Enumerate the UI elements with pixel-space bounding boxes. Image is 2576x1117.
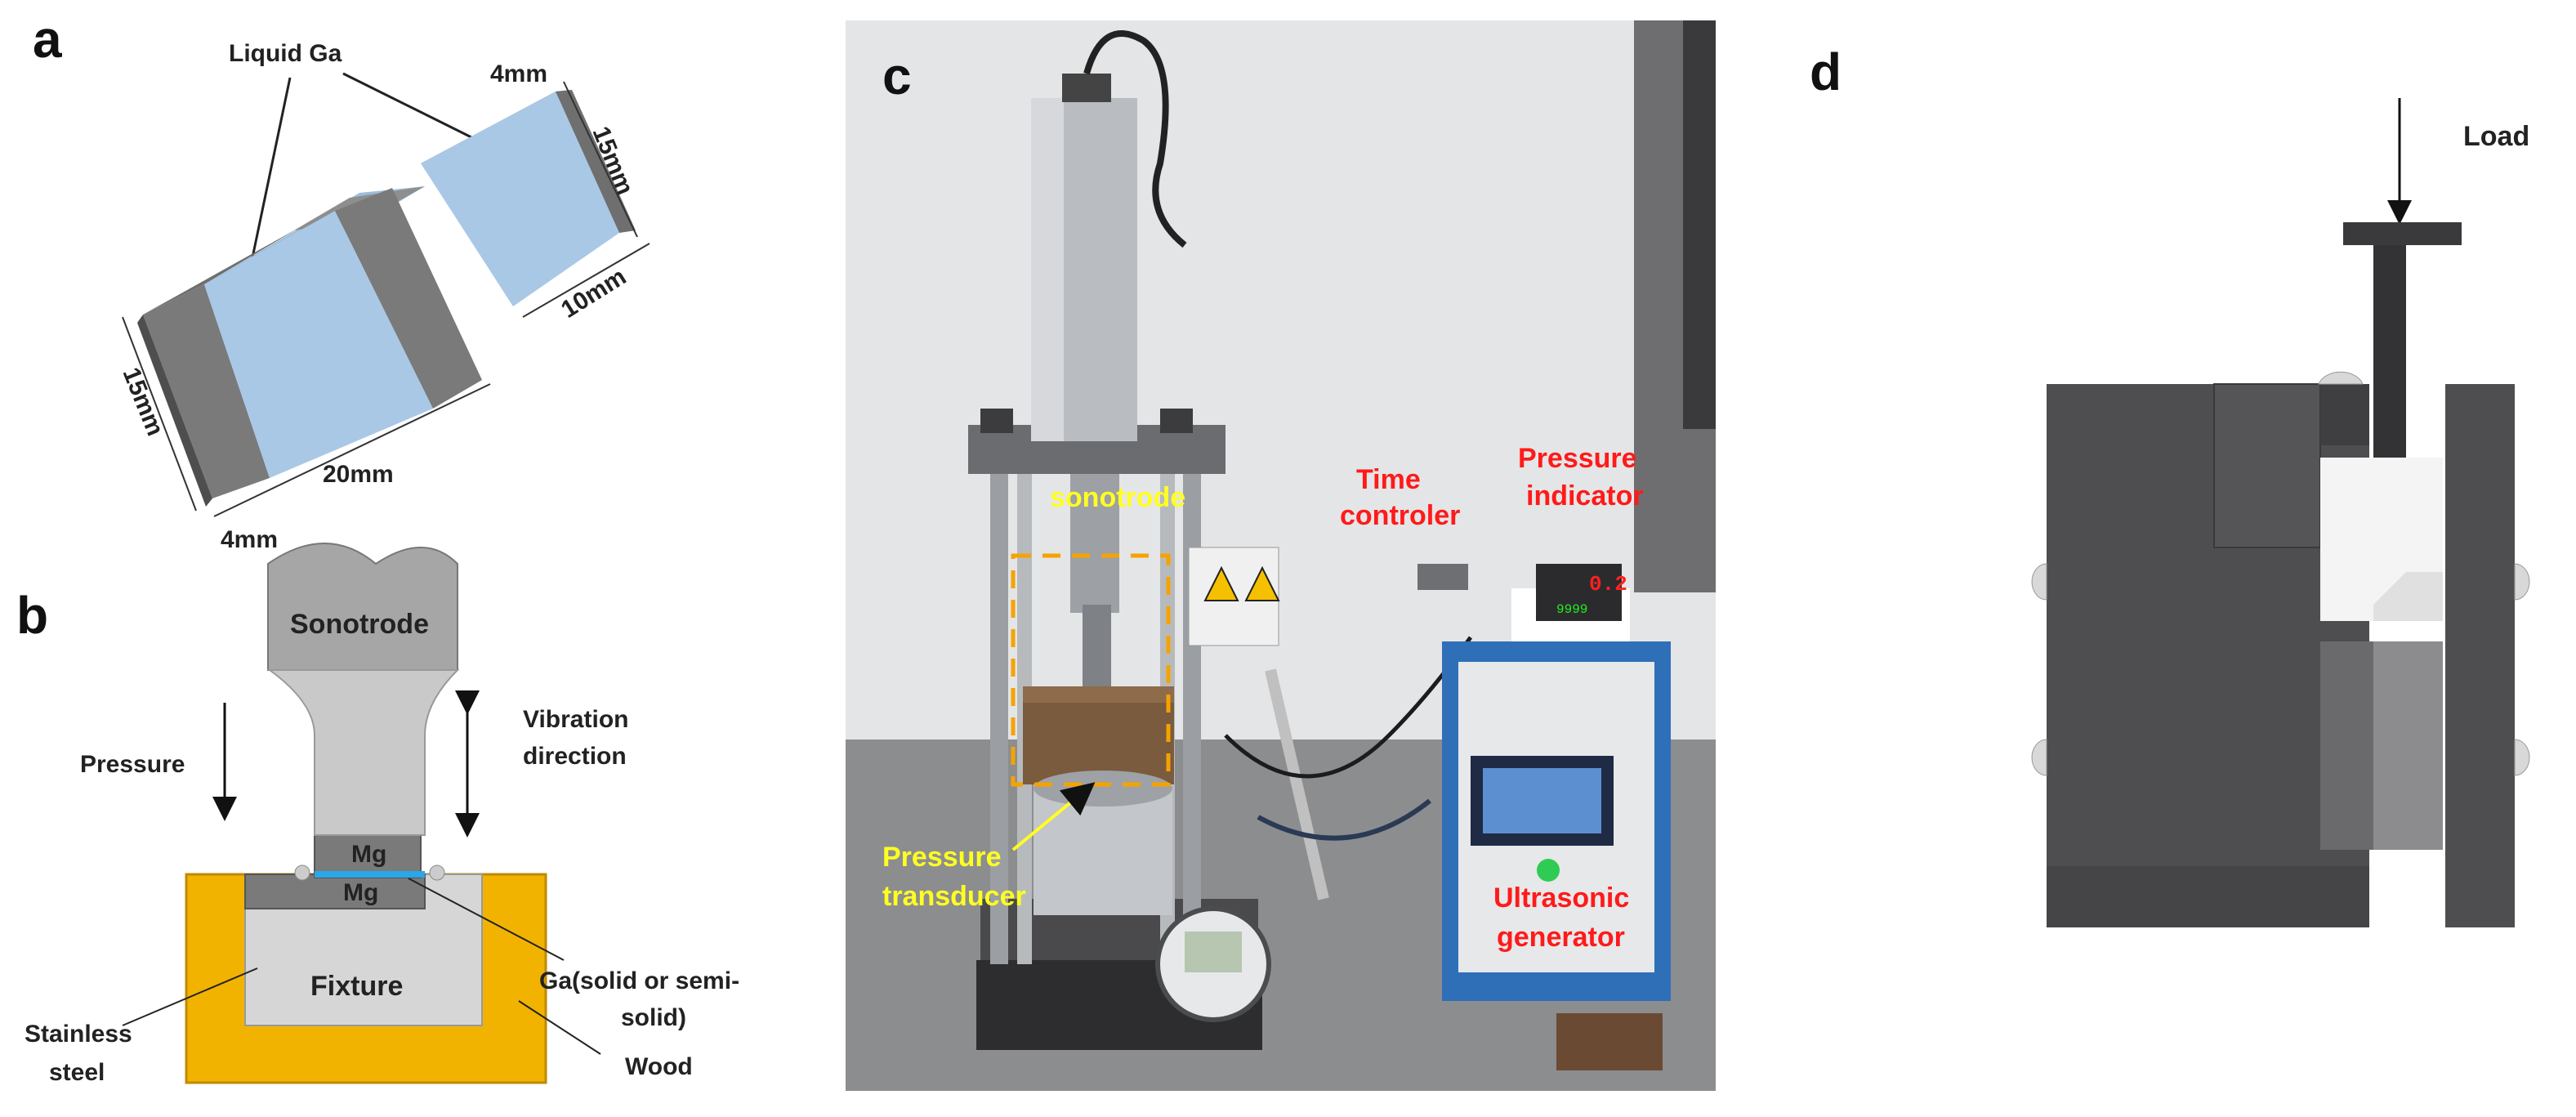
transducer-cable bbox=[1083, 30, 1187, 248]
panel-a: a Liquid Ga 15mm 20mm 4mm bbox=[33, 10, 650, 553]
pressure-indicator-label-2: indicator bbox=[1526, 480, 1644, 512]
fixture-label: Fixture bbox=[310, 971, 403, 1002]
indicator-secondary: 9999 bbox=[1556, 602, 1587, 617]
transducer-label-2: transducer bbox=[882, 881, 1026, 912]
ga-face bbox=[204, 211, 433, 478]
stainless-label-2: steel bbox=[49, 1059, 105, 1086]
power-button-icon bbox=[1537, 859, 1560, 882]
indicator-value: 0.2 bbox=[1589, 572, 1627, 596]
ga-small-face bbox=[421, 92, 619, 306]
fixture-right bbox=[2445, 384, 2515, 927]
mg-bottom-plate bbox=[244, 873, 426, 909]
panel-d: d Load bbox=[1810, 42, 2530, 927]
time-controller-label-2: controler bbox=[1340, 500, 1460, 531]
liquid-ga-leader-left bbox=[250, 77, 292, 262]
panel-c: c bbox=[846, 20, 1716, 1091]
highlight-box bbox=[1011, 553, 1171, 787]
load-label: Load bbox=[2463, 121, 2529, 152]
load-plate bbox=[2343, 222, 2462, 245]
ultrasonic-label-1: Ultrasonic bbox=[1493, 882, 1629, 914]
ultrasonic-label-2: generator bbox=[1497, 922, 1625, 953]
sonotrode-head bbox=[267, 543, 458, 671]
wood-label: Wood bbox=[625, 1053, 693, 1080]
dim-4mm-bottom: 4mm bbox=[221, 526, 278, 553]
vibration-label-1: Vibration bbox=[523, 706, 628, 733]
panel-b: b Sonotrode Mg Mg Fixture Pressure Vibra… bbox=[16, 543, 739, 1086]
sonotrode-label: Sonotrode bbox=[290, 609, 429, 640]
liquid-ga-label: Liquid Ga bbox=[229, 40, 342, 67]
panel-d-letter: d bbox=[1810, 42, 1842, 101]
mg-right-face bbox=[335, 188, 482, 409]
dim-20mm: 20mm bbox=[323, 461, 394, 488]
mg-left-face bbox=[143, 284, 270, 498]
sample-lower-right bbox=[2373, 641, 2443, 850]
ga-label-2: solid) bbox=[621, 1004, 686, 1031]
ga-label-1: Ga(solid or semi- bbox=[539, 967, 739, 994]
large-sample-block bbox=[137, 186, 482, 507]
pressure-indicator-label-1: Pressure bbox=[1518, 443, 1637, 474]
mg-bottom-label: Mg bbox=[343, 879, 378, 906]
panel-a-letter: a bbox=[33, 10, 62, 69]
transducer-label-1: Pressure bbox=[882, 842, 1002, 873]
dim-4mm-top: 4mm bbox=[490, 60, 547, 87]
sonotrode-photo-label: sonotrode bbox=[1050, 482, 1185, 513]
time-controller bbox=[1417, 564, 1468, 590]
mg-small-side bbox=[556, 90, 636, 233]
mg-top-plate bbox=[314, 834, 422, 878]
stainless-label-1: Stainless bbox=[25, 1021, 132, 1048]
time-controller-label-1: Time bbox=[1356, 464, 1421, 495]
liquid-ga-leader-right bbox=[342, 72, 479, 142]
sonotrode-horn bbox=[266, 669, 460, 836]
ga-layer bbox=[315, 871, 425, 878]
panel-c-letter: c bbox=[882, 47, 912, 105]
pressure-label: Pressure bbox=[80, 751, 185, 778]
mg-top-label: Mg bbox=[351, 841, 386, 868]
vibration-label-2: direction bbox=[523, 743, 627, 770]
sample-lower-left bbox=[2320, 641, 2373, 850]
pressure-indicator-display bbox=[1536, 564, 1622, 621]
transducer-arrow bbox=[1011, 782, 1096, 851]
dim-10mm: 10mm bbox=[556, 263, 631, 324]
panel-b-letter: b bbox=[16, 586, 48, 645]
small-sample-block bbox=[421, 90, 636, 306]
